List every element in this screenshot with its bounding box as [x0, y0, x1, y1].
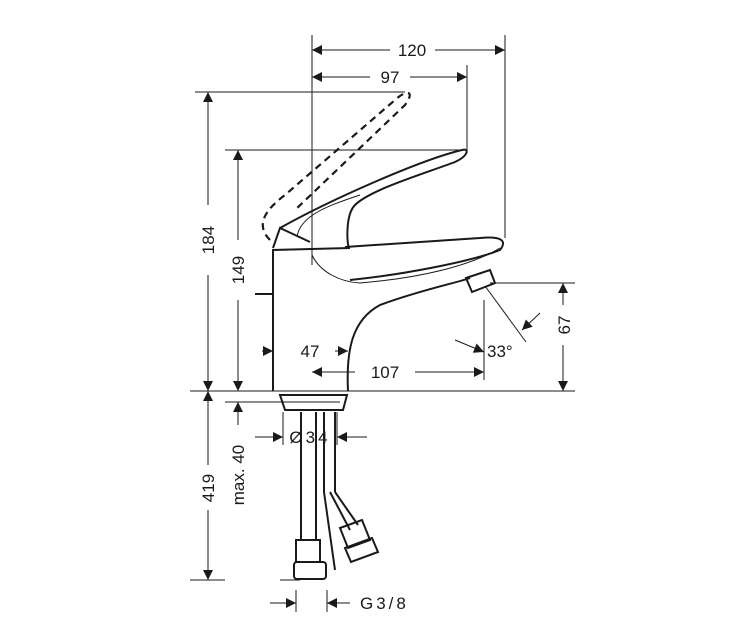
dim-33-degrees: 33°	[487, 342, 513, 361]
dim-120: 120	[398, 41, 426, 60]
supply-hoses	[293, 412, 380, 580]
dimension-lines	[203, 45, 568, 612]
dim-max-40: max. 40	[229, 445, 248, 505]
dim-149: 149	[229, 256, 248, 284]
dim-g3-8: G3/8	[360, 594, 409, 613]
dim-47: 47	[301, 342, 320, 361]
dim-diameter-34: Ø34	[289, 428, 330, 447]
dim-67: 67	[555, 316, 574, 335]
dim-97: 97	[381, 68, 400, 87]
dim-419: 419	[199, 474, 218, 502]
dim-107: 107	[371, 363, 399, 382]
faucet-body	[255, 91, 505, 411]
dim-184: 184	[199, 226, 218, 254]
